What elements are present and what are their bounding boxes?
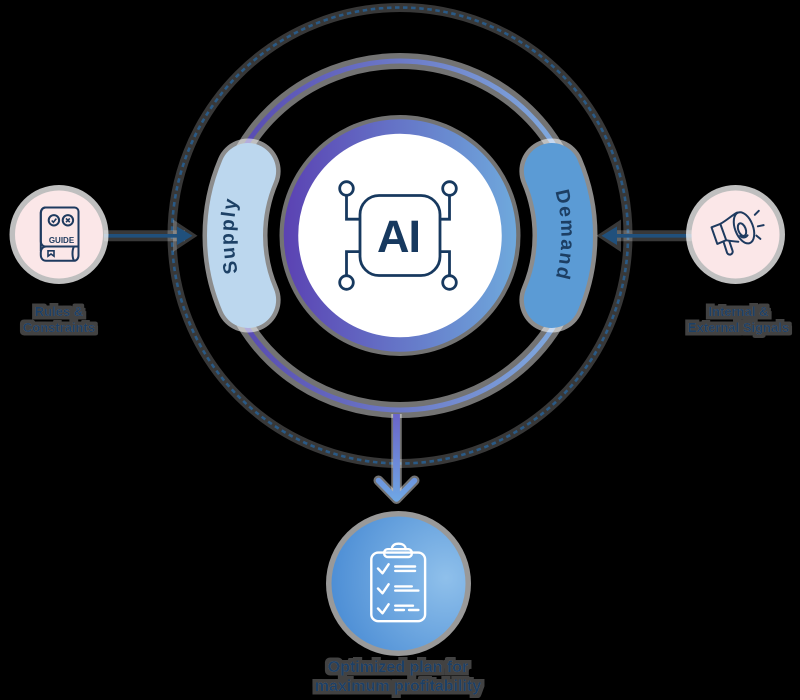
svg-text:Internal &: Internal & xyxy=(709,304,769,319)
svg-text:maximum profitability: maximum profitability xyxy=(315,678,481,695)
svg-text:Constraints: Constraints xyxy=(23,320,95,335)
svg-text:Rules &: Rules & xyxy=(35,304,83,319)
svg-text:AI: AI xyxy=(377,211,420,262)
svg-text:GUIDE: GUIDE xyxy=(49,236,75,245)
svg-text:External Signals: External Signals xyxy=(688,320,789,335)
svg-text:Optimized plan for: Optimized plan for xyxy=(328,659,468,676)
